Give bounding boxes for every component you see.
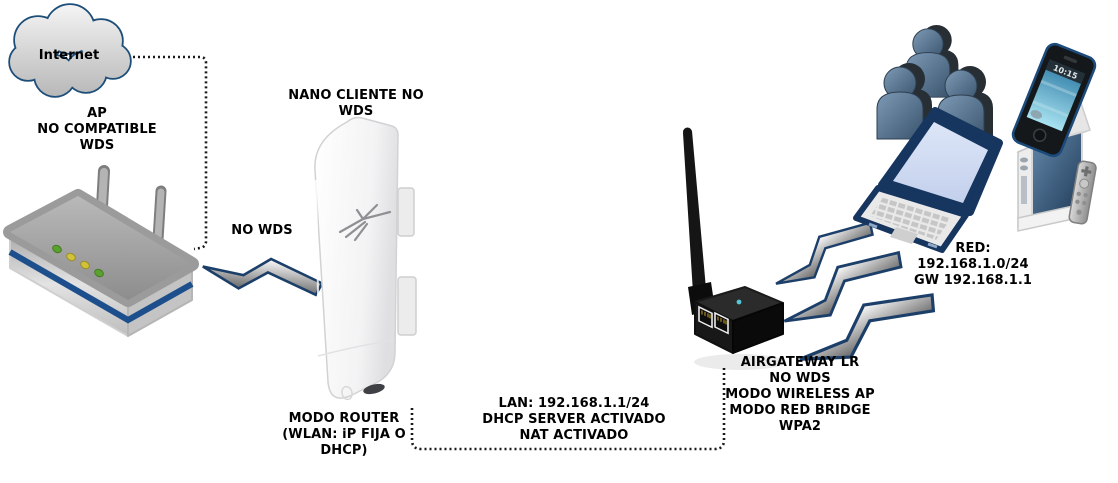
lan-config-label: LAN: 192.168.1.1/24 DHCP SERVER ACTIVADO… (482, 396, 666, 443)
client-network-label: RED: 192.168.1.0/24 GW 192.168.1.1 (913, 241, 1033, 288)
ubiquiti-logo-icon (338, 203, 392, 242)
airgateway-illustration (683, 127, 786, 370)
connector-internet-ap (133, 55, 208, 251)
router-led-lights (52, 244, 104, 278)
no-wds-label: NO WDS (231, 223, 293, 238)
internet-label: Internet (38, 48, 100, 63)
laptop-icon (853, 107, 1003, 253)
connector-nano-airgateway (410, 367, 726, 451)
smartphone-icon: 10:15 (1011, 42, 1097, 158)
ap-router-illustration (3, 165, 199, 337)
nanostation-mode-label: MODO ROUTER (WLAN: iP FIJA O DHCP) (282, 411, 406, 458)
ap-router-label: AP NO COMPATIBLE WDS (37, 106, 157, 153)
nanostation-title: NANO CLIENTE NO WDS (288, 88, 424, 119)
nano-port-slot (363, 383, 385, 395)
wireless-bolt-icon (199, 250, 326, 299)
internet-cloud-icon (8, 3, 132, 98)
router-stripe (8, 249, 194, 324)
ethernet-ports-icon (698, 305, 729, 335)
airgateway-label: AIRGATEWAY LR NO WDS MODO WIRELESS AP MO… (725, 355, 875, 434)
airgateway-led (736, 299, 742, 305)
airgateway-antenna-icon (683, 127, 715, 315)
remote-icon (1068, 160, 1097, 225)
nanostation-illustration (314, 116, 417, 401)
